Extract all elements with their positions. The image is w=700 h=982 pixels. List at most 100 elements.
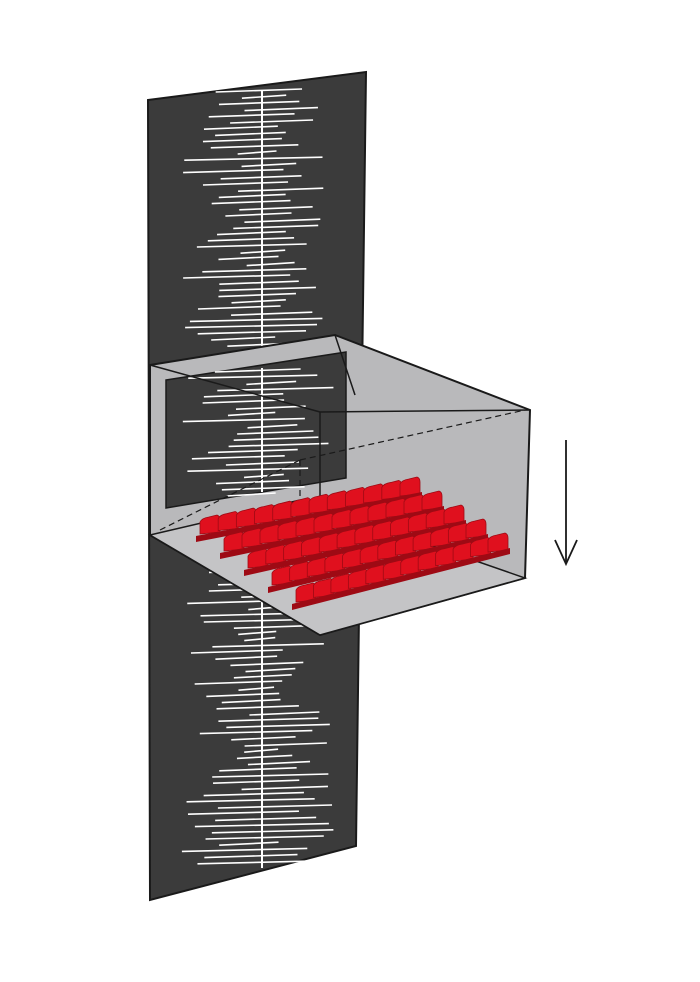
box-edge	[334, 334, 356, 396]
stripe-line	[231, 736, 296, 741]
stripe-line	[226, 492, 276, 497]
stripe-line	[221, 698, 281, 704]
seat	[487, 532, 509, 553]
stripe-line	[203, 791, 304, 797]
stripe-line	[210, 144, 299, 149]
stripe-line	[199, 729, 313, 735]
stripe-line	[230, 661, 304, 667]
stripe-line	[218, 255, 279, 261]
stripe-line	[191, 455, 285, 460]
stripe-line	[211, 199, 291, 205]
seat-row-base	[268, 534, 488, 593]
stripe-line	[217, 804, 333, 809]
stripe-line	[187, 467, 309, 472]
stripe-line	[247, 760, 311, 766]
stripe-line	[219, 286, 316, 292]
stripe-line	[218, 292, 296, 298]
stripe-line	[184, 156, 323, 161]
stripe-line	[246, 380, 297, 386]
stripe-line	[219, 841, 279, 846]
stripe-line	[233, 436, 319, 441]
stripe-line	[231, 299, 286, 304]
stripe-line	[197, 860, 321, 865]
stripe-line	[216, 705, 299, 710]
stripe-line	[212, 773, 329, 778]
stripe-line	[246, 261, 295, 267]
stripe-line	[230, 119, 314, 124]
stripe-line	[228, 442, 329, 448]
stripe-line	[212, 643, 324, 648]
stripe-line	[215, 816, 317, 822]
stripe-line	[241, 94, 287, 99]
stripe-line	[217, 230, 286, 236]
stripe-line	[187, 810, 299, 815]
stripe-line	[181, 847, 308, 853]
stripe-line	[202, 181, 289, 186]
stripe-line	[235, 405, 306, 410]
stripe-line	[196, 243, 307, 248]
seat-row-base	[244, 520, 466, 576]
stripe-line	[211, 829, 334, 834]
stripe-line	[227, 411, 276, 417]
stripe-line	[244, 106, 318, 112]
box-edge	[149, 364, 321, 413]
stripe-line	[188, 374, 318, 379]
stripe-line	[218, 193, 286, 199]
stripe-line	[218, 717, 319, 722]
stripe-line	[216, 479, 290, 485]
seat	[465, 518, 487, 539]
projecting-box	[148, 333, 532, 637]
stripe-line	[244, 218, 321, 223]
stripe-line	[203, 125, 278, 130]
seat-row-base	[292, 548, 510, 610]
stripe-line	[237, 150, 277, 155]
seat	[443, 504, 465, 525]
stripe-line	[238, 630, 277, 636]
stripe-line	[202, 268, 307, 273]
stripe-line	[208, 448, 298, 454]
stripe-line	[190, 649, 283, 654]
seating-rows	[196, 476, 510, 610]
stripe-line	[231, 311, 313, 316]
stripe-line	[244, 742, 327, 747]
stripe-line	[189, 317, 323, 323]
stripe-line	[233, 224, 319, 230]
box-hidden-edge	[159, 459, 301, 531]
stripe-line	[241, 162, 297, 168]
stripe-line	[215, 88, 303, 93]
stripe-line	[219, 767, 297, 772]
stripe-line	[185, 323, 318, 329]
box-hidden-edge	[299, 409, 526, 461]
stripe-line	[219, 280, 299, 285]
stripe-line	[245, 667, 296, 673]
stripe-line	[244, 636, 276, 642]
stripe-line	[225, 212, 292, 217]
stripe-line	[211, 336, 276, 341]
stripe-line	[214, 368, 301, 373]
stripe-line	[183, 274, 291, 279]
stripe-line	[183, 168, 284, 174]
stripe-line	[237, 430, 314, 435]
stripe-line	[202, 399, 285, 404]
stripe-line	[197, 330, 307, 335]
stripe-line	[239, 206, 313, 211]
stripe-line	[243, 473, 284, 479]
stripe-line	[186, 798, 315, 803]
stripe-line	[215, 655, 278, 660]
stripe-line	[194, 680, 283, 685]
stripe-line	[213, 779, 300, 784]
stripe-line	[208, 113, 295, 118]
stripe-line	[215, 131, 286, 137]
stripe-line	[226, 723, 330, 729]
stripe-line	[221, 486, 305, 491]
stripe-line	[182, 417, 305, 423]
arrow-down-icon	[554, 440, 578, 567]
stripe-line	[197, 305, 281, 310]
stripe-line	[207, 237, 295, 242]
stripe-line	[206, 692, 280, 698]
stripe-line	[238, 686, 275, 691]
stripe-line	[204, 853, 298, 859]
stripe-line	[203, 393, 284, 398]
